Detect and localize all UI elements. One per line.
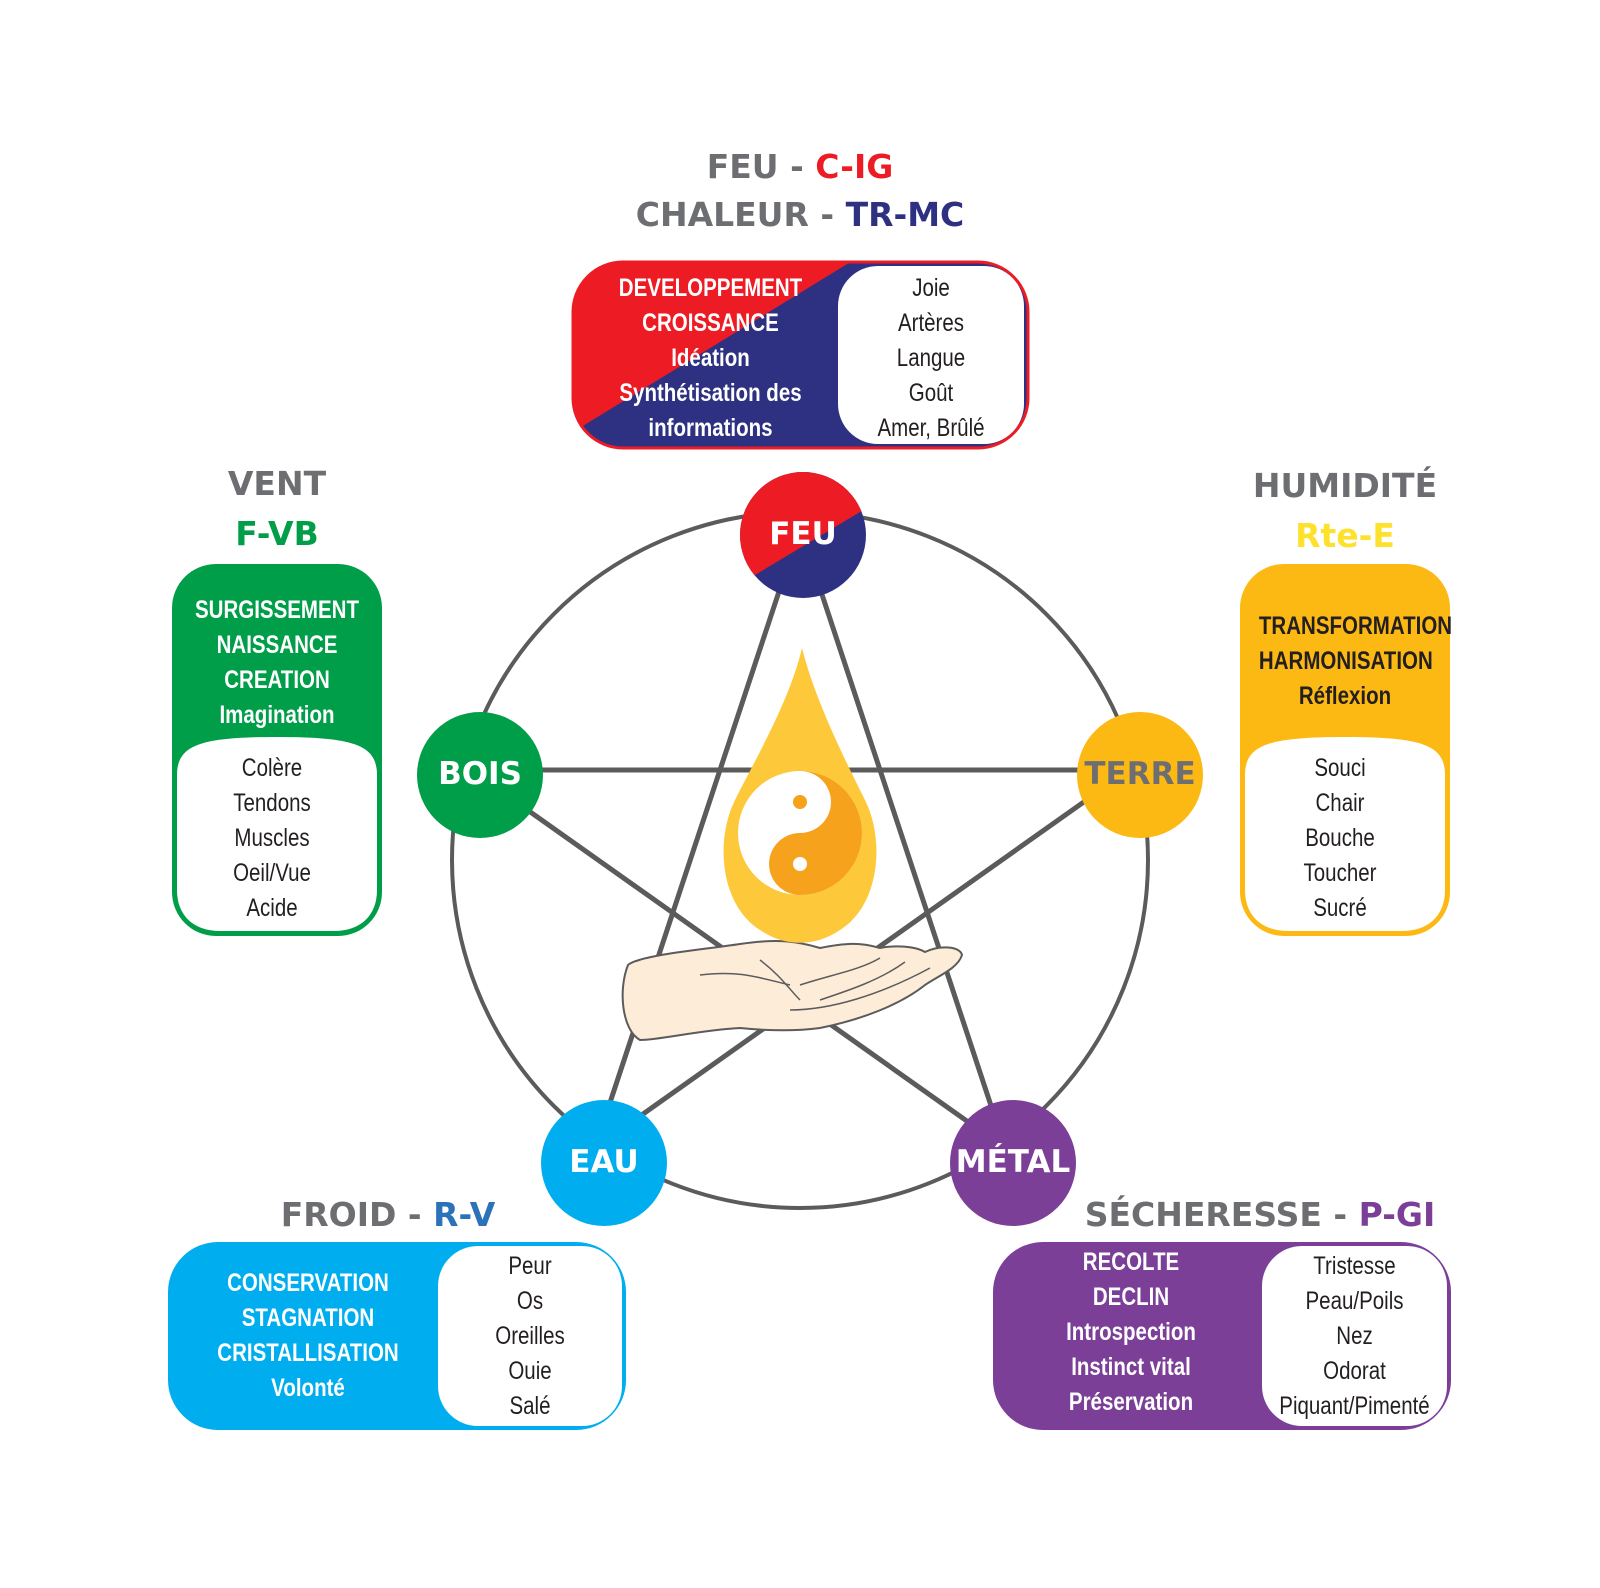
feu-correspondences: Joie Artères Langue Goût Amer, Brûlé — [838, 268, 1024, 448]
chaleur-heading-main: CHALEUR — [635, 195, 809, 234]
bois-correspondence: Oeil/Vue — [233, 858, 311, 887]
bois-quality: CREATION — [224, 665, 330, 694]
metal-heading: SÉCHERESSE - P-GI — [1060, 1195, 1460, 1234]
eau-qualities: CONSERVATION STAGNATION CRISTALLISATION … — [178, 1246, 438, 1426]
bois-correspondence: Tendons — [233, 788, 311, 817]
eau-heading-main: FROID — [280, 1195, 397, 1234]
terre-quality: Réflexion — [1298, 681, 1392, 710]
terre-correspondence: Bouche — [1305, 823, 1375, 852]
terre-correspondence: Toucher — [1303, 858, 1377, 887]
eau-box — [168, 1242, 626, 1430]
node-eau-label: EAU — [569, 1144, 639, 1180]
metal-correspondence: Tristesse — [1313, 1251, 1396, 1280]
feu-quality: Idéation — [671, 343, 750, 372]
eau-heading-code: R-V — [433, 1195, 496, 1234]
feu-quality: Synthétisation des — [619, 378, 802, 407]
bois-correspondence: Muscles — [234, 823, 310, 852]
node-metal-label: MÉTAL — [955, 1144, 1071, 1180]
chaleur-heading-sep: - — [808, 195, 846, 234]
feu-quality: CROISSANCE — [642, 308, 779, 337]
feu-heading-sep: - — [778, 147, 816, 186]
terre-quality: HARMONISATION — [1258, 646, 1433, 675]
bois-quality: SURGISSEMENT — [194, 595, 360, 624]
eau-heading-sep: - — [396, 1195, 434, 1234]
metal-correspondence: Piquant/Pimenté — [1279, 1391, 1430, 1420]
eau-heading: FROID - R-V — [228, 1195, 548, 1234]
node-eau[interactable] — [541, 1100, 667, 1226]
eau-correspondence: Peur — [508, 1251, 552, 1280]
terre-correspondences: Souci Chair Bouche Toucher Sucré — [1240, 748, 1440, 928]
metal-quality: RECOLTE — [1082, 1247, 1180, 1276]
metal-correspondences: Tristesse Peau/Poils Nez Odorat Piquant/… — [1262, 1246, 1447, 1426]
eau-quality: STAGNATION — [241, 1304, 375, 1332]
bois-box — [172, 564, 382, 936]
terre-correspondence: Souci — [1314, 753, 1366, 782]
eau-correspondence: Salé — [509, 1391, 551, 1420]
feu-correspondence: Joie — [912, 273, 950, 302]
eau-correspondences: Peur Os Oreilles Ouie Salé — [438, 1246, 622, 1426]
bois-correspondence: Acide — [246, 893, 298, 922]
eau-quality: CONSERVATION — [227, 1269, 389, 1297]
feu-correspondence: Artères — [897, 308, 965, 337]
metal-box — [993, 1242, 1451, 1430]
node-terre-label: TERRE — [1084, 756, 1196, 792]
metal-correspondence: Odorat — [1323, 1356, 1386, 1385]
eau-quality: Volonté — [271, 1374, 345, 1402]
feu-heading-main: FEU — [706, 147, 779, 186]
feu-quality: informations — [648, 413, 773, 442]
metal-correspondence: Nez — [1336, 1321, 1373, 1350]
node-metal[interactable] — [950, 1100, 1076, 1226]
node-bois-label: BOIS — [438, 756, 522, 792]
open-palm-hand-icon — [621, 940, 964, 1042]
node-feu[interactable] — [730, 470, 880, 598]
feu-correspondence: Goût — [908, 378, 954, 407]
feu-qualities: DEVELOPPEMENT CROISSANCE Idéation Synthé… — [578, 268, 843, 448]
bois-heading-main: VENT — [227, 464, 327, 503]
terre-quality: TRANSFORMATION — [1258, 611, 1453, 640]
terre-qualities: TRANSFORMATION HARMONISATION Réflexion — [1240, 606, 1453, 716]
node-bois[interactable] — [417, 712, 543, 838]
metal-quality: Instinct vital — [1071, 1352, 1191, 1381]
terre-correspondence: Sucré — [1313, 893, 1367, 922]
bois-quality: Imagination — [219, 700, 335, 729]
bois-quality: NAISSANCE — [216, 630, 338, 659]
metal-quality: DECLIN — [1092, 1282, 1170, 1311]
metal-heading-sep: - — [1321, 1195, 1359, 1234]
eau-correspondence: Oreilles — [495, 1321, 565, 1350]
feu-correspondence: Amer, Brûlé — [877, 413, 985, 442]
feu-heading-line1: FEU - C-IG — [600, 147, 1000, 186]
feu-heading-line2: CHALEUR - TR-MC — [560, 195, 1040, 234]
eau-correspondence: Ouie — [508, 1356, 552, 1385]
metal-heading-code: P-GI — [1358, 1195, 1436, 1234]
yin-yang-drop-icon — [723, 648, 877, 943]
bois-qualities: SURGISSEMENT NAISSANCE CREATION Imaginat… — [172, 590, 382, 735]
eau-quality: CRISTALLISATION — [217, 1339, 399, 1367]
feu-heading-code: C-IG — [815, 147, 894, 186]
node-terre[interactable] — [1077, 712, 1203, 838]
terre-correspondence: Chair — [1315, 788, 1365, 817]
chaleur-heading-code: TR-MC — [845, 195, 965, 234]
feu-box — [571, 260, 1030, 450]
metal-qualities: RECOLTE DECLIN Introspection Instinct vi… — [1000, 1246, 1262, 1418]
terre-heading-main: HUMIDITÉ — [1252, 466, 1438, 505]
metal-quality: Préservation — [1068, 1387, 1194, 1416]
metal-heading-main: SÉCHERESSE — [1084, 1195, 1322, 1234]
metal-quality: Introspection — [1066, 1317, 1196, 1346]
bois-correspondences: Colère Tendons Muscles Oeil/Vue Acide — [172, 748, 372, 928]
metal-correspondence: Peau/Poils — [1305, 1286, 1404, 1315]
feu-correspondence: Langue — [896, 343, 966, 372]
feu-quality: DEVELOPPEMENT — [618, 273, 803, 302]
terre-heading-code: Rte-E — [1295, 516, 1395, 555]
bois-heading-code: F-VB — [235, 514, 319, 553]
bois-correspondence: Colère — [241, 753, 303, 782]
eau-correspondence: Os — [516, 1286, 544, 1315]
node-feu-label: FEU — [769, 516, 837, 552]
terre-box — [1240, 564, 1450, 936]
